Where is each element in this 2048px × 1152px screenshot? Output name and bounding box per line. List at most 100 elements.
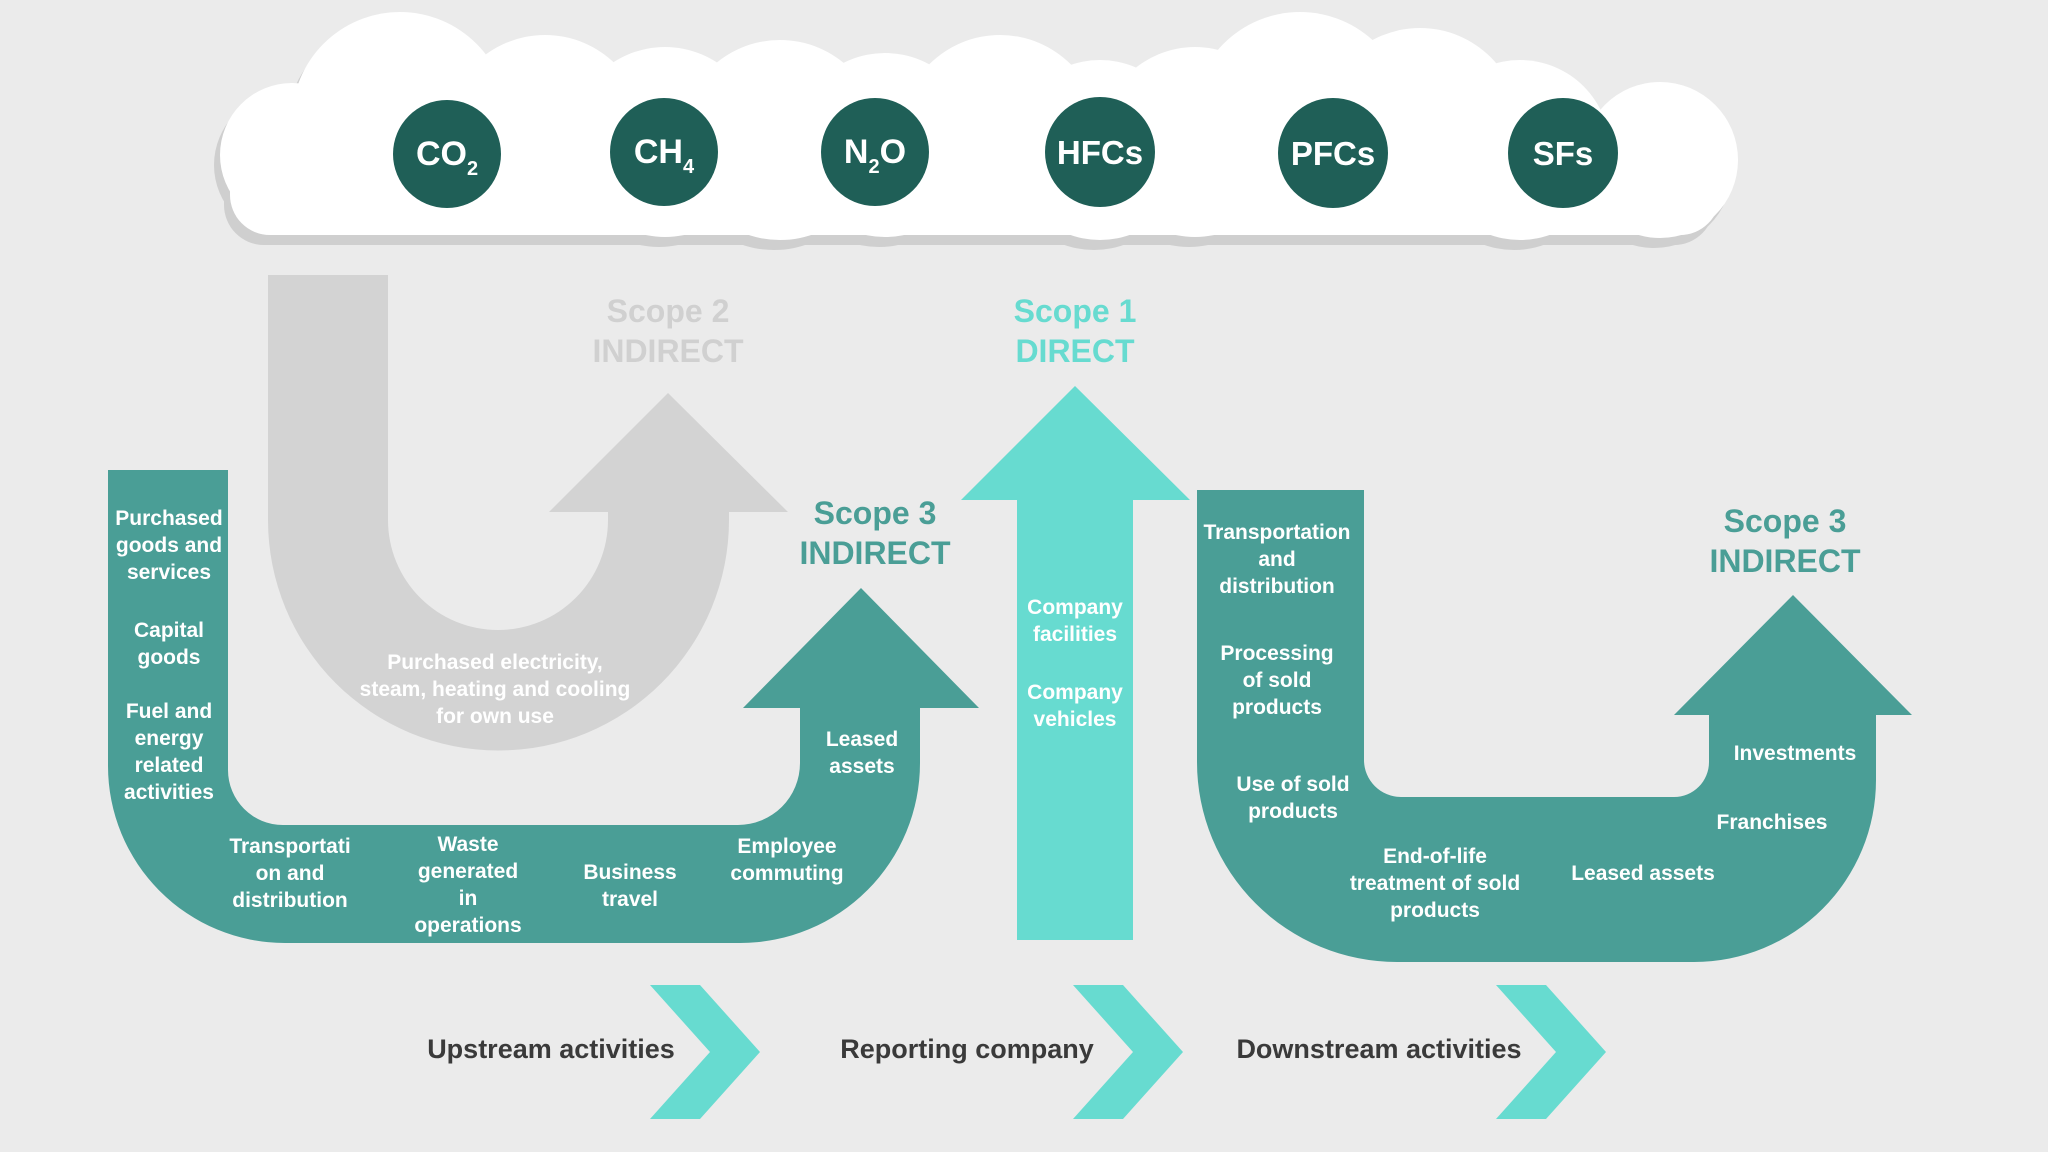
stage-downstream-label: Downstream activities	[1236, 1034, 1521, 1064]
scope2-arrow	[268, 275, 788, 751]
activity-franchises: Franchises	[1717, 811, 1828, 834]
upstream-activities: Purchased goods and services Capital goo…	[115, 507, 898, 937]
stage-upstream-label: Upstream activities	[427, 1034, 675, 1064]
svg-text:Purchased: Purchased	[115, 507, 222, 530]
svg-text:commuting: commuting	[730, 862, 843, 885]
svg-text:Processing: Processing	[1220, 642, 1333, 665]
svg-text:Scope 3: Scope 3	[814, 495, 937, 531]
scope3-upstream-heading: Scope 3 INDIRECT	[799, 495, 951, 571]
svg-text:HFCs: HFCs	[1057, 134, 1143, 171]
svg-text:Transportati: Transportati	[229, 835, 350, 858]
svg-text:vehicles: vehicles	[1034, 708, 1117, 731]
svg-text:products: products	[1390, 899, 1480, 922]
svg-text:Investments: Investments	[1734, 742, 1857, 765]
svg-text:facilities: facilities	[1033, 623, 1117, 646]
svg-text:generated: generated	[418, 860, 518, 883]
activity-upstream-transportation: Transportati on and distribution	[229, 835, 350, 912]
svg-text:SFs: SFs	[1533, 135, 1594, 172]
svg-text:Scope 3: Scope 3	[1724, 503, 1847, 539]
svg-text:treatment of sold: treatment of sold	[1350, 872, 1520, 895]
svg-text:operations: operations	[414, 914, 521, 937]
svg-text:for own use: for own use	[436, 705, 554, 728]
activity-purchased-goods: Purchased goods and services	[115, 507, 222, 584]
svg-text:CH4: CH4	[634, 133, 695, 178]
gas-n2o: N2O	[821, 98, 929, 206]
svg-text:in: in	[459, 887, 478, 910]
chevron-upstream	[650, 985, 760, 1119]
activity-investments: Investments	[1734, 742, 1857, 765]
activity-waste: Waste generated in operations	[414, 833, 521, 937]
svg-text:N2O: N2O	[844, 133, 906, 178]
svg-text:CO2: CO2	[416, 135, 478, 180]
svg-text:Scope 1: Scope 1	[1014, 293, 1137, 329]
activity-employee-commuting: Employee commuting	[730, 835, 843, 885]
scope3-downstream-heading: Scope 3 INDIRECT	[1709, 503, 1861, 579]
downstream-activities: Transportation and distribution Processi…	[1203, 521, 1856, 922]
svg-text:steam, heating and cooling: steam, heating and cooling	[360, 678, 631, 701]
gas-sfs: SFs	[1508, 98, 1618, 208]
chevron-reporting	[1073, 985, 1183, 1119]
svg-text:on and: on and	[256, 862, 325, 885]
svg-text:goods: goods	[138, 646, 201, 669]
gas-co2: CO2	[393, 100, 501, 208]
svg-text:Purchased electricity,: Purchased electricity,	[387, 651, 603, 674]
scope3-downstream-arrow	[1197, 490, 1912, 962]
svg-text:INDIRECT: INDIRECT	[799, 535, 951, 571]
activity-fuel-energy: Fuel and energy related activities	[124, 700, 214, 804]
scope1-activities: Company facilities Company vehicles	[1027, 596, 1123, 731]
stage-reporting-label: Reporting company	[840, 1034, 1094, 1064]
svg-text:assets: assets	[829, 755, 894, 778]
svg-text:activities: activities	[124, 781, 214, 804]
activity-use-of-sold-products: Use of sold products	[1236, 773, 1349, 823]
activity-downstream-transportation: Transportation and distribution	[1203, 521, 1350, 598]
gas-pfcs: PFCs	[1278, 98, 1388, 208]
svg-text:of sold: of sold	[1243, 669, 1312, 692]
scope1-arrow	[961, 386, 1190, 940]
svg-text:and: and	[1258, 548, 1295, 571]
svg-text:Capital: Capital	[134, 619, 204, 642]
activity-downstream-leased-assets: Leased assets	[1571, 862, 1715, 885]
svg-text:Franchises: Franchises	[1717, 811, 1828, 834]
svg-text:Waste: Waste	[437, 833, 498, 856]
stage-chevrons	[650, 985, 1606, 1119]
scope3-upstream-arrow	[108, 470, 979, 943]
gas-hfcs: HFCs	[1045, 97, 1155, 207]
svg-text:products: products	[1232, 696, 1322, 719]
svg-text:Transportation: Transportation	[1203, 521, 1350, 544]
svg-text:distribution: distribution	[232, 889, 347, 912]
scope1-heading: Scope 1 DIRECT	[1014, 293, 1137, 369]
svg-text:DIRECT: DIRECT	[1015, 333, 1135, 369]
scope2-activity-label: Purchased electricity, steam, heating an…	[360, 651, 631, 728]
svg-text:related: related	[135, 754, 204, 777]
activity-company-facilities: Company facilities	[1027, 596, 1123, 646]
stage-labels: Upstream activities Reporting company Do…	[427, 1034, 1521, 1064]
gas-ch4: CH4	[610, 98, 718, 206]
svg-text:goods and: goods and	[116, 534, 222, 557]
chevron-downstream	[1496, 985, 1606, 1119]
svg-text:INDIRECT: INDIRECT	[592, 333, 744, 369]
activity-upstream-leased-assets: Leased assets	[826, 728, 898, 778]
svg-text:Leased: Leased	[826, 728, 898, 751]
svg-text:travel: travel	[602, 888, 658, 911]
svg-text:Company: Company	[1027, 596, 1123, 619]
svg-text:Company: Company	[1027, 681, 1123, 704]
activity-end-of-life: End-of-life treatment of sold products	[1350, 845, 1520, 922]
svg-text:PFCs: PFCs	[1291, 135, 1375, 172]
activity-capital-goods: Capital goods	[134, 619, 204, 669]
svg-text:Leased assets: Leased assets	[1571, 862, 1715, 885]
activity-business-travel: Business travel	[583, 861, 676, 911]
svg-text:Fuel and: Fuel and	[126, 700, 212, 723]
activity-company-vehicles: Company vehicles	[1027, 681, 1123, 731]
svg-text:Use of sold: Use of sold	[1236, 773, 1349, 796]
svg-text:Business: Business	[583, 861, 676, 884]
svg-text:products: products	[1248, 800, 1338, 823]
svg-text:Employee: Employee	[737, 835, 836, 858]
svg-text:INDIRECT: INDIRECT	[1709, 543, 1861, 579]
svg-text:services: services	[127, 561, 211, 584]
activity-processing: Processing of sold products	[1220, 642, 1333, 719]
scope2-heading: Scope 2 INDIRECT	[592, 293, 744, 369]
svg-text:End-of-life: End-of-life	[1383, 845, 1487, 868]
svg-text:Scope 2: Scope 2	[607, 293, 730, 329]
svg-text:distribution: distribution	[1219, 575, 1334, 598]
